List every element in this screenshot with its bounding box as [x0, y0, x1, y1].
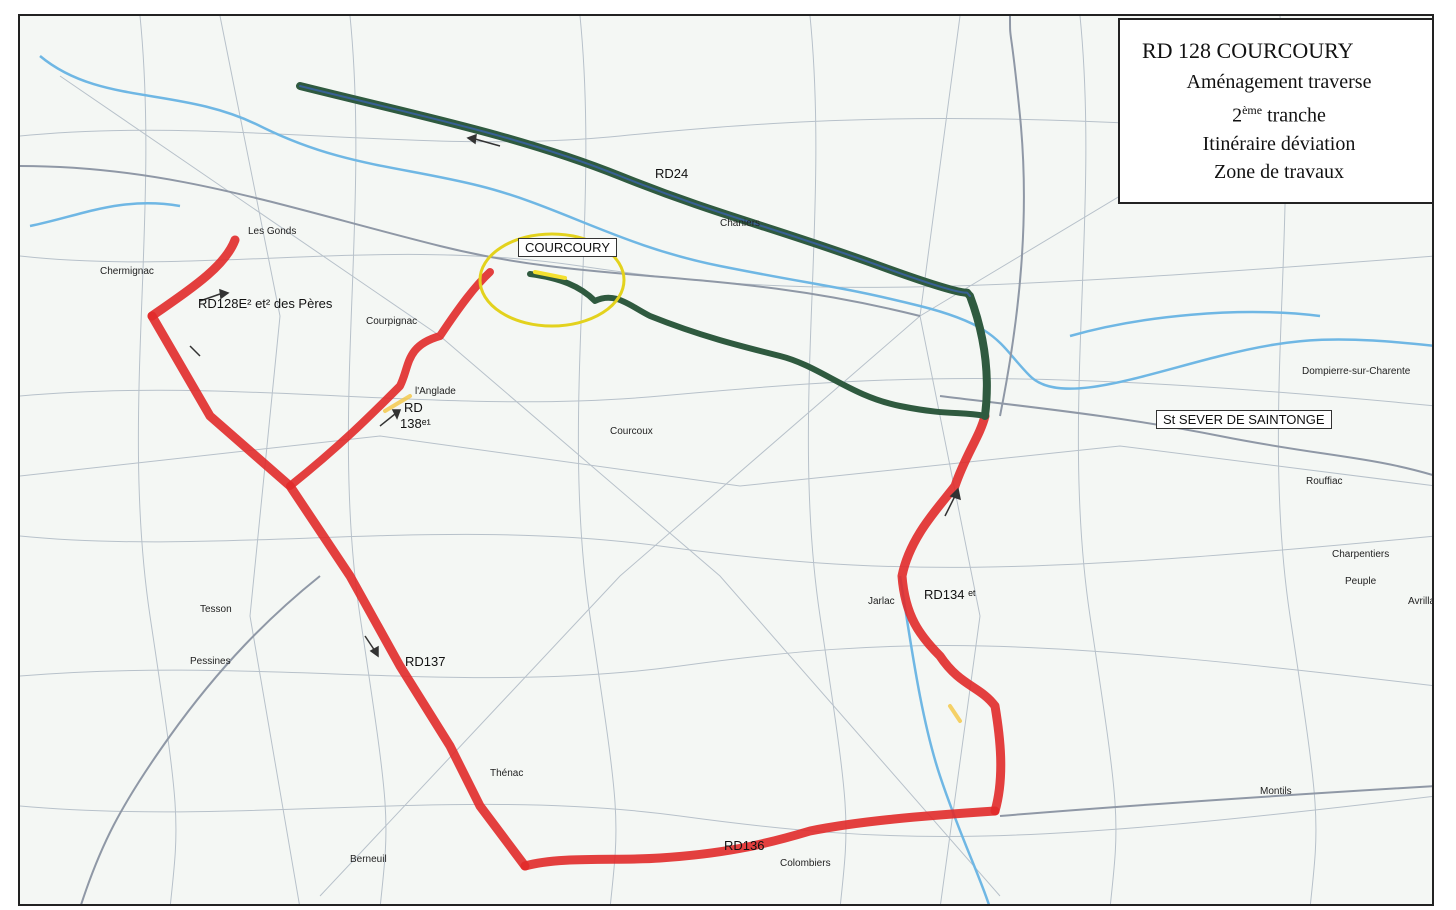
place-peuple: Peuple: [1345, 576, 1377, 587]
place-charpentiers: Charpentiers: [1332, 549, 1390, 560]
rd128e2-label: RD128E² et² des Pères: [198, 296, 333, 311]
legend-title: RD 128 COURCOURY: [1142, 38, 1354, 63]
works-rd128: [527, 271, 988, 419]
place-berneuil: Berneuil: [350, 854, 387, 865]
place-dompierre: Dompierre-sur-Charente: [1302, 366, 1411, 377]
place-tesson: Tesson: [200, 604, 232, 615]
works-zone: [296, 82, 991, 420]
legend-line-3: 2ème tranche: [1232, 103, 1326, 127]
legend-line-2: Aménagement traverse: [1186, 71, 1372, 93]
legend-line-5: Zone de travaux: [1214, 160, 1344, 183]
detour-rd137: [147, 311, 530, 871]
place-rouffiac: Rouffiac: [1306, 476, 1343, 487]
rivers: [29, 55, 1432, 904]
place-montils: Montils: [1260, 786, 1292, 797]
place-courpignac: Courpignac: [366, 316, 418, 327]
courcoury-circle: [478, 232, 626, 328]
place-chaniers: Chaniers: [720, 218, 761, 229]
rd134-label: RD134 ᵉᵗ: [924, 587, 976, 602]
courcoury-label: COURCOURY: [518, 238, 617, 257]
place-colombiers: Colombiers: [780, 858, 831, 869]
place-jarlac: Jarlac: [868, 596, 895, 607]
place-thenac: Thénac: [490, 768, 524, 779]
direction-arrows: [189, 133, 961, 658]
main-roads: [20, 16, 1432, 904]
detour-rd128e2: [147, 235, 240, 321]
map-frame: RD 128 COURCOURY Aménagement traverse 2è…: [18, 14, 1434, 906]
detour-rd134: [897, 411, 1006, 816]
place-chermignac: Chermignac: [100, 266, 154, 277]
rd138-label-b: 138ᵉ¹: [400, 416, 431, 431]
rd24-label: RD24: [655, 166, 689, 181]
legend-box: RD 128 COURCOURY Aménagement traverse 2è…: [1118, 18, 1432, 204]
legend-line-4: Itinéraire déviation: [1202, 132, 1356, 155]
st-sever-label: St SEVER DE SAINTONGE: [1156, 410, 1332, 429]
rd136-label: RD136: [724, 838, 765, 853]
place-avril: Avrillac: [1408, 596, 1432, 607]
detour-route: [147, 235, 1006, 871]
rd138-label-a: RD: [404, 400, 423, 415]
detour-rd136: [520, 806, 1000, 871]
rd137-label: RD137: [405, 654, 446, 669]
detour-rd138: [286, 268, 494, 490]
place-pessines: Pessines: [190, 656, 231, 667]
place-courcoux: Courcoux: [610, 426, 653, 437]
place-anglade: l'Anglade: [415, 386, 456, 397]
place-les-gonds: Les Gonds: [248, 226, 297, 237]
